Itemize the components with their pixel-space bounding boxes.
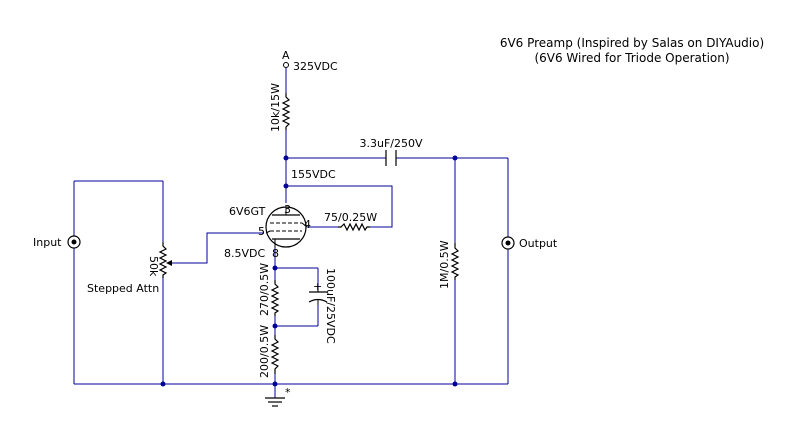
wires [73, 68, 509, 398]
title-line-1: 6V6 Preamp (Inspired by Salas on DIYAudi… [500, 36, 764, 50]
coupling-cap-label: 3.3uF/250V [359, 137, 422, 150]
pot-label: 50k [147, 256, 160, 277]
junction-dot [272, 323, 278, 329]
node-a-label: A [282, 49, 290, 62]
pin-5-label: 5 [258, 225, 265, 238]
junction-dot [452, 381, 458, 387]
junctions [160, 155, 458, 387]
junction-dot [283, 183, 289, 189]
junction-dot [283, 155, 289, 161]
bottom-resistor-label: 200/0.5W [258, 325, 271, 378]
ground-mark: * [285, 386, 291, 399]
wire-triode-strap [286, 185, 393, 228]
cathode-resistor: 270/0.5W [258, 263, 280, 316]
attenuator-label: Stepped Attn [87, 282, 159, 295]
supply-terminal: A 325VDC [282, 49, 338, 73]
title-line-2: (6V6 Wired for Triode Operation) [534, 51, 729, 65]
plate-voltage-label: 155VDC [291, 168, 336, 181]
output-label: Output [519, 237, 558, 250]
tube-label: 6V6GT [229, 205, 266, 218]
tube-6v6gt: 6V6GT 3 4 5 8 [229, 203, 311, 260]
resistor-zigzag [270, 280, 280, 316]
g2-resistor-label: 75/0.25W [324, 211, 377, 224]
coupling-capacitor: 3.3uF/250V [359, 137, 423, 166]
wiper-arrow-icon [166, 260, 172, 266]
resistor-zigzag [281, 93, 291, 130]
supply-voltage-label: 325VDC [293, 60, 338, 73]
input-jack: Input [33, 235, 81, 249]
ground-symbol: * [265, 386, 291, 407]
resistor-zigzag [158, 242, 168, 278]
plate-resistor: 10k/15W [269, 83, 291, 132]
potentiometer-50k: 50k Stepped Attn [87, 242, 172, 295]
output-jack: Output [501, 236, 558, 250]
output-resistor: 1M/0.5W [438, 240, 460, 289]
input-label: Input [33, 236, 62, 249]
pin-4-label: 4 [304, 218, 311, 231]
cathode-voltage-label: 8.5VDC [224, 247, 265, 260]
bypass-cap-plus: + [313, 280, 322, 293]
terminal-circle [283, 62, 289, 68]
resistor-zigzag [270, 335, 280, 374]
pin-3-label: 3 [284, 203, 291, 216]
cathode-resistor-label: 270/0.5W [258, 263, 271, 316]
pin-8-label: 8 [272, 247, 279, 260]
wire-grid [168, 232, 264, 264]
output-resistor-label: 1M/0.5W [438, 240, 451, 289]
resistor-zigzag [338, 222, 370, 232]
g2-resistor: 75/0.25W [324, 211, 377, 232]
bottom-resistor: 200/0.5W [258, 325, 280, 378]
bypass-capacitor: + 100uF/25VDC [308, 268, 337, 344]
resistor-zigzag [450, 243, 460, 280]
plate-resistor-label: 10k/15W [269, 83, 282, 132]
junction-dot [452, 155, 458, 161]
junction-dot [272, 265, 278, 271]
bypass-cap-label: 100uF/25VDC [324, 268, 337, 344]
junction-dot [160, 381, 166, 387]
junction-dot [272, 381, 278, 387]
